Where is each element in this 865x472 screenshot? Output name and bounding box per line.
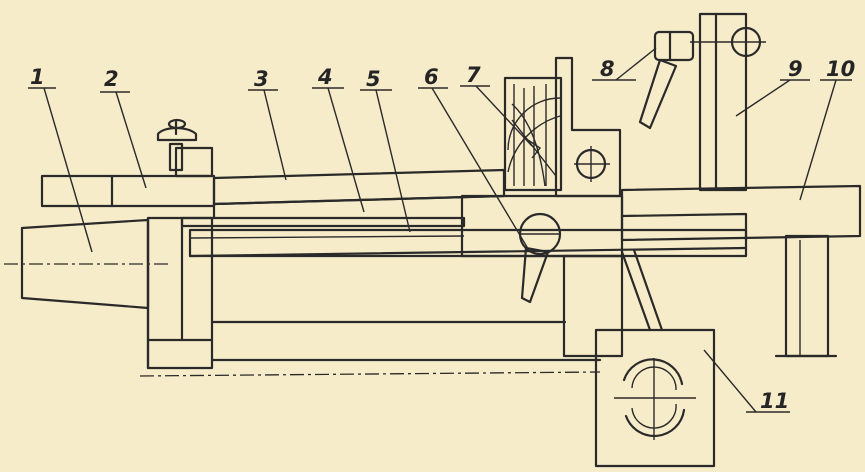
scale-part-7: [503, 76, 563, 192]
fixture-part-11: [594, 328, 716, 468]
callout-7: 7: [466, 63, 481, 87]
leader-lines: [28, 47, 852, 413]
base-bed: [139, 320, 602, 377]
callout-10: 10: [826, 57, 855, 81]
callout-3: 3: [254, 67, 269, 91]
callout-8: 8: [600, 57, 615, 81]
callout-2: 2: [104, 67, 119, 91]
callout-6: 6: [424, 65, 439, 89]
guide-rail-part-5: [188, 228, 748, 258]
lever-part-6: [518, 212, 562, 304]
diagonal-strut: [620, 248, 664, 332]
callout-9: 9: [788, 57, 803, 81]
arm-part-10: [620, 184, 862, 358]
callout-labels: 1 2 3 4 5 6 7 8 9 10 11: [30, 57, 855, 413]
callout-1: 1: [30, 65, 45, 89]
carriage-block: [460, 194, 624, 358]
callout-11: 11: [760, 389, 789, 413]
spindle-body: [146, 216, 214, 370]
slide-part-4: [180, 194, 506, 228]
callout-5: 5: [366, 67, 381, 91]
vertical-post: [554, 56, 622, 198]
column-part-9: [690, 12, 766, 192]
clamp-handle-part-8: [638, 30, 695, 130]
clamp-part-2: [40, 118, 216, 208]
callout-4: 4: [317, 65, 333, 89]
